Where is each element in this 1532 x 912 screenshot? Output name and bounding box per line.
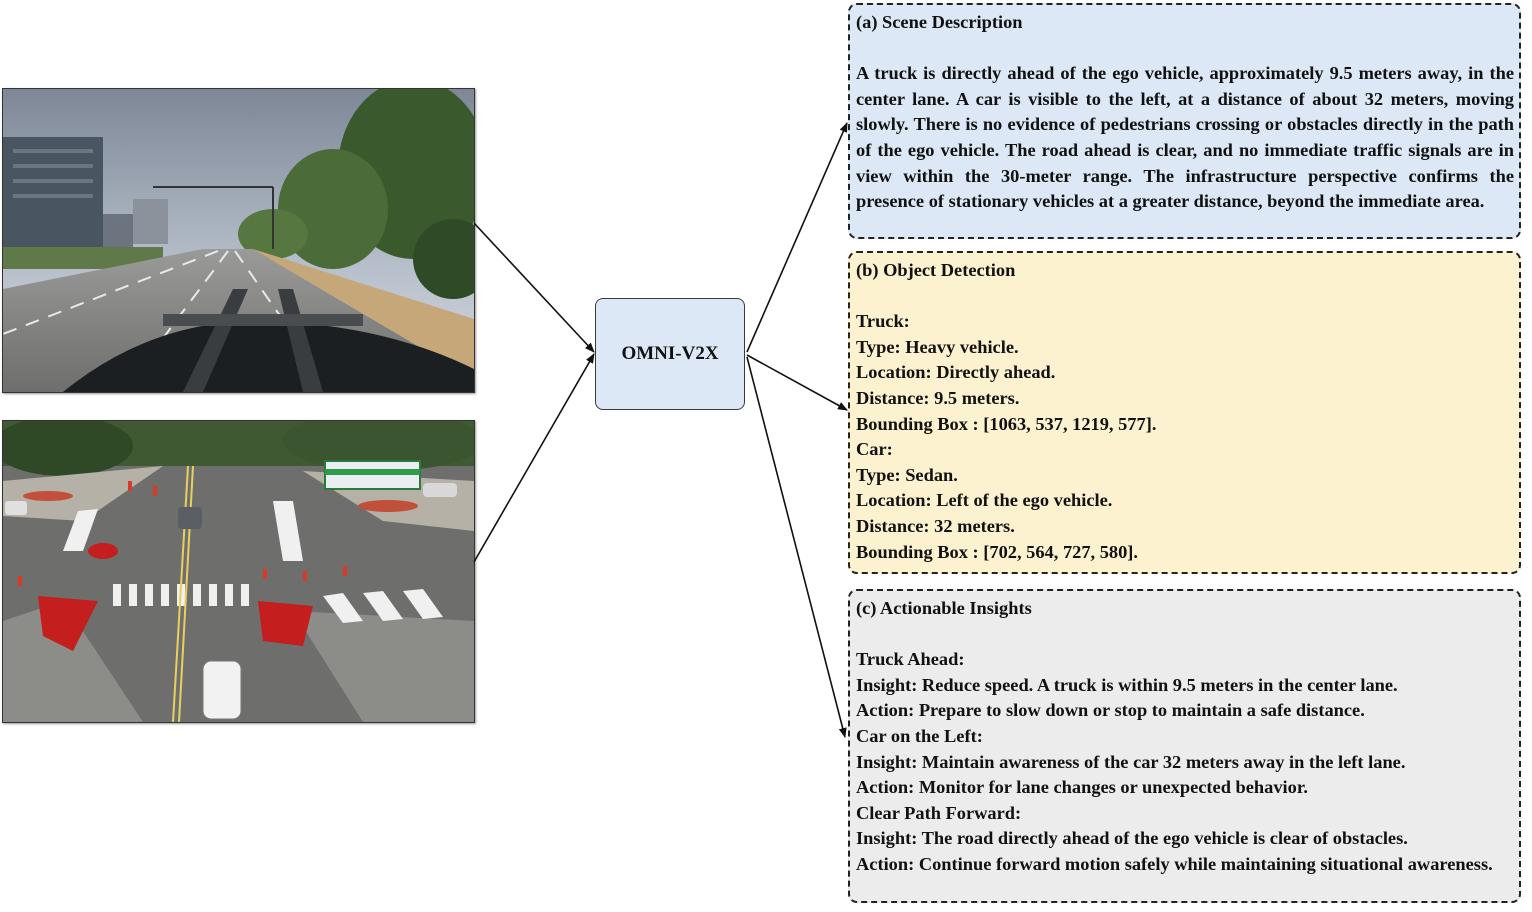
insight-line: Action: Continue forward motion safely w… (856, 853, 1493, 874)
insight-line: Action: Monitor for lane changes or unex… (856, 777, 1308, 798)
scene-description-text: A truck is directly ahead of the ego veh… (856, 63, 1514, 212)
ego-vehicle-camera-image (2, 88, 475, 393)
object-detection-panel: (b) Object Detection Truck: Type: Heavy … (848, 251, 1521, 574)
detection-line: Type: Heavy vehicle. (856, 336, 1019, 357)
detection-line: Bounding Box : [1063, 537, 1219, 577]. (856, 413, 1157, 434)
insight-line: Insight: Maintain awareness of the car 3… (856, 751, 1406, 772)
detection-line: Location: Directly ahead. (856, 362, 1056, 383)
ego-vehicle-camera-view-icon (3, 89, 474, 392)
insight-line: Car on the Left: (856, 725, 983, 746)
scene-description-title: (a) Scene Description (856, 12, 1023, 32)
actionable-insights-panel: (c) Actionable Insights Truck Ahead: Ins… (848, 589, 1521, 903)
detection-line: Distance: 32 meters. (856, 515, 1015, 536)
insight-line: Truck Ahead: (856, 649, 965, 670)
detection-line: Bounding Box : [702, 564, 727, 580]. (856, 541, 1139, 562)
arrow-bottom-image-to-model (473, 353, 595, 563)
arrow-model-to-insights (746, 356, 847, 738)
detection-line: Distance: 9.5 meters. (856, 387, 1020, 408)
model-box: OMNI-V2X (595, 298, 745, 410)
detection-line: Location: Left of the ego vehicle. (856, 490, 1113, 511)
detection-line: Type: Sedan. (856, 464, 958, 485)
detection-line: Car: (856, 439, 893, 460)
insight-line: Insight: Reduce speed. A truck is within… (856, 674, 1398, 695)
model-label: OMNI-V2X (621, 343, 719, 364)
object-detection-title: (b) Object Detection (856, 260, 1016, 280)
arrow-model-to-scene (746, 122, 848, 353)
scene-description-panel: (a) Scene Description A truck is directl… (848, 3, 1521, 239)
detection-line: Truck: (856, 311, 910, 332)
insight-line: Action: Prepare to slow down or stop to … (856, 700, 1365, 721)
infrastructure-camera-image (2, 420, 475, 723)
insight-line: Clear Path Forward: (856, 802, 1022, 823)
arrow-model-to-detection (746, 354, 848, 411)
actionable-insights-title: (c) Actionable Insights (856, 598, 1032, 618)
insight-line: Insight: The road directly ahead of the … (856, 828, 1408, 849)
arrow-top-image-to-model (473, 222, 595, 353)
infrastructure-intersection-view-icon (3, 421, 474, 722)
